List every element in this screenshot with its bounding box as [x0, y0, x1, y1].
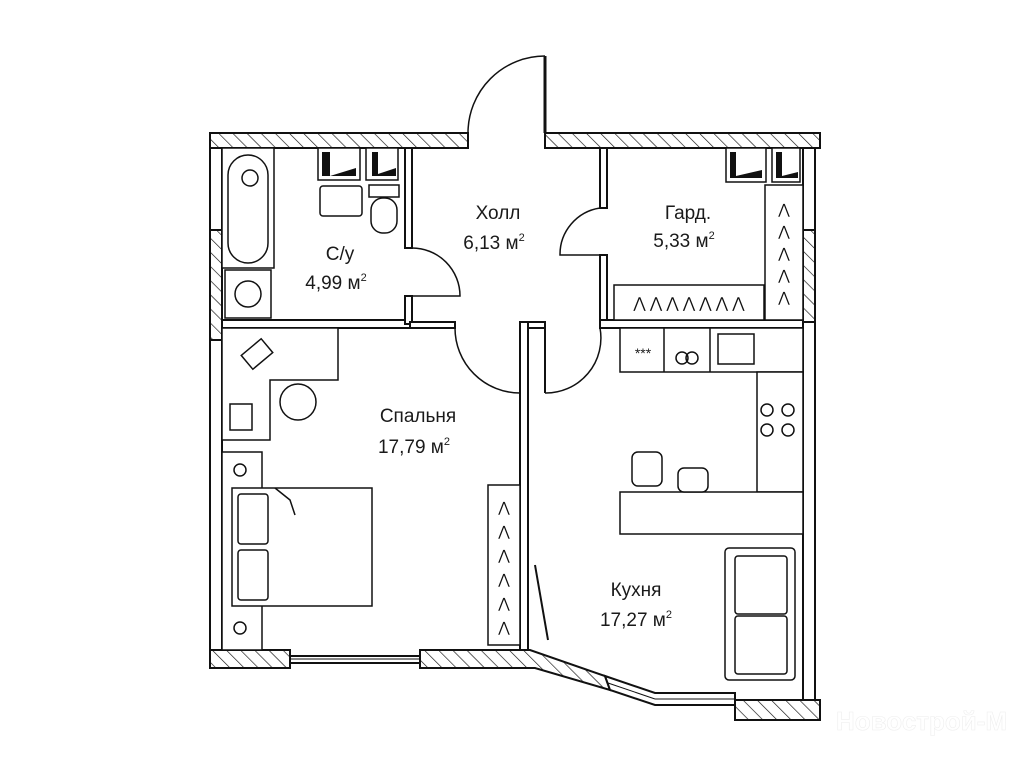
bathroom-door: [411, 247, 461, 297]
svg-text:⋀: ⋀: [497, 523, 510, 539]
room-area-kitchen: 17,27 м2: [600, 609, 672, 631]
svg-text:⋀: ⋀: [777, 289, 790, 305]
room-area-hall: 6,13 м2: [463, 232, 524, 254]
svg-text:⋀: ⋀: [777, 223, 790, 239]
fridge-symbol: ***: [635, 345, 652, 361]
wardrobe-room-door: [559, 207, 601, 256]
sink: [319, 185, 363, 217]
bedroom-furniture: ⋀ ⋀ ⋀ ⋀ ⋀ ⋀: [221, 327, 549, 651]
kitchen-counter: [619, 327, 804, 373]
kitchen-sink: [717, 333, 755, 365]
svg-text:⋀: ⋀: [777, 201, 790, 217]
svg-text:⋀: ⋀: [497, 547, 510, 563]
window-kitchen: [603, 674, 736, 706]
toilet: [370, 197, 398, 234]
svg-text:⋀ ⋀ ⋀ ⋀ ⋀ ⋀ ⋀: ⋀ ⋀ ⋀ ⋀ ⋀ ⋀ ⋀: [632, 295, 745, 312]
room-area-bathroom: 4,99 м2: [305, 272, 366, 294]
bar-counter: [619, 491, 804, 535]
room-area-wardrobe: 5,33 м2: [653, 230, 714, 252]
chair: [631, 451, 663, 487]
room-name-bathroom: С/у: [326, 244, 355, 265]
office-chair: [279, 383, 317, 421]
entrance-door: [467, 55, 546, 134]
washing-machine: [224, 269, 272, 319]
kitchen-furniture: [619, 327, 804, 681]
room-name-hall: Холл: [476, 203, 521, 224]
room-name-bedroom: Спальня: [380, 406, 456, 427]
chair: [677, 467, 709, 493]
watermark: Новострой-М: [836, 706, 1007, 736]
kitchen-door: [544, 327, 602, 394]
svg-text:⋀: ⋀: [497, 619, 510, 635]
wardrobe-fixtures: ⋀ ⋀ ⋀ ⋀ ⋀ ⋀ ⋀ ⋀ ⋀ ⋀ ⋀ ⋀: [613, 147, 804, 321]
room-name-kitchen: Кухня: [611, 580, 662, 601]
bathroom-fixtures: [221, 147, 400, 319]
svg-text:⋀: ⋀: [777, 245, 790, 261]
doors: [411, 55, 602, 394]
svg-text:⋀: ⋀: [497, 595, 510, 611]
svg-text:⋀: ⋀: [497, 571, 510, 587]
room-name-wardrobe: Гард.: [665, 203, 711, 224]
room-area-bedroom: 17,79 м2: [378, 436, 450, 458]
svg-text:⋀: ⋀: [777, 267, 790, 283]
bedroom-wardrobe: [487, 484, 521, 646]
bathtub: [227, 154, 269, 264]
bedroom-door: [454, 327, 521, 394]
svg-text:⋀: ⋀: [497, 499, 510, 515]
